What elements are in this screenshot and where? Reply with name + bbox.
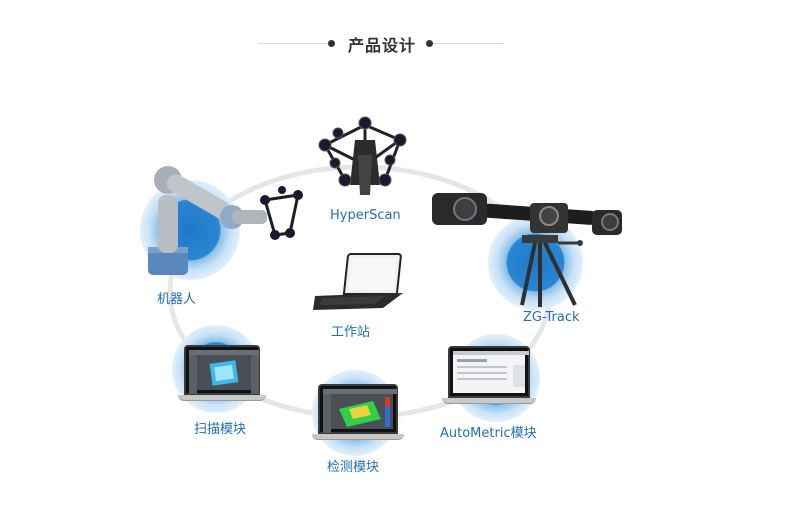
node-inspect-module[interactable]: 检测模块 xyxy=(310,370,410,480)
node-label-workstation: 工作站 xyxy=(331,325,371,340)
title-divider-right xyxy=(433,43,503,44)
hyperscan-device-icon xyxy=(318,116,407,195)
title-dot-right xyxy=(426,40,433,47)
node-robot[interactable]: 机器人 xyxy=(140,155,310,307)
node-workstation[interactable]: 工作站 xyxy=(305,248,405,343)
page-title: 产品设计 xyxy=(347,36,416,55)
node-label-automeric-module: AutoMetric模块 xyxy=(440,426,537,441)
node-label-hyperscan: HyperScan xyxy=(330,208,401,223)
node-automeric-module[interactable]: AutoMetric模块 xyxy=(438,330,548,445)
node-label-scan-module: 扫描模块 xyxy=(194,422,247,437)
node-label-robot: 机器人 xyxy=(157,292,197,307)
zgtrack-tracker-icon xyxy=(432,193,622,307)
title-dot-left xyxy=(328,40,335,47)
node-scan-module[interactable]: 扫描模块 xyxy=(172,325,272,440)
title-divider-left xyxy=(258,43,328,44)
node-hyperscan[interactable]: HyperScan xyxy=(300,105,430,230)
robot-arm-icon xyxy=(148,166,303,275)
section-header: 产品设计 xyxy=(0,28,800,58)
node-label-inspect-module: 检测模块 xyxy=(327,460,380,475)
node-zgtrack[interactable]: ZG-Track xyxy=(430,185,630,330)
node-label-zgtrack: ZG-Track xyxy=(523,310,580,325)
